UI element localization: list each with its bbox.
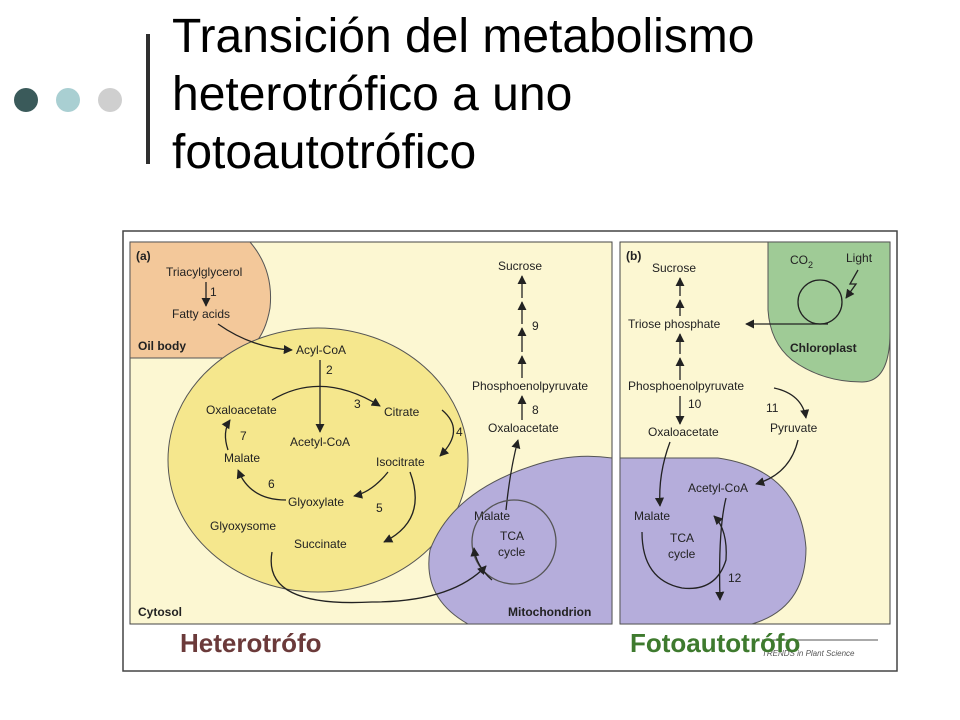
metabolism-figure: (a) Triacylglycerol 1 Fatty acids Oil bo… <box>122 230 898 672</box>
tca-a-line2: cycle <box>498 545 526 559</box>
title-divider <box>146 34 150 164</box>
oil-body-label: Oil body <box>138 339 186 353</box>
decorative-dots <box>14 88 134 112</box>
arrow-tca-b-down <box>715 497 727 601</box>
step-8-label: 8 <box>532 403 539 417</box>
dot-teal <box>56 88 80 112</box>
mitochondrion <box>428 455 612 624</box>
arrow-isocitrate-to-glyoxylate <box>353 471 389 499</box>
step-11-label: 11 <box>766 401 779 415</box>
fotoautotrofo-label: Fotoautotrófo <box>630 628 801 658</box>
citrate-label: Citrate <box>384 405 420 419</box>
arrow-malate-to-oaa-cyt <box>505 439 521 511</box>
sucrose-a-label: Sucrose <box>498 259 542 273</box>
arrow-isocitrate-to-succinate <box>383 471 416 543</box>
step-3-label: 3 <box>354 397 361 411</box>
light-label: Light <box>846 251 873 265</box>
chloroplast <box>767 242 890 383</box>
panel-a-tag: (a) <box>136 249 151 263</box>
arrow-glyoxylate-to-malate <box>236 469 287 501</box>
triacylglycerol-label: Triacylglycerol <box>166 265 242 279</box>
pyruvate-label: Pyruvate <box>770 421 818 435</box>
arrow-oaa-to-citrate <box>271 385 381 407</box>
step-12-label: 12 <box>728 571 742 585</box>
arrow-malate-to-oaa <box>221 419 231 451</box>
journal-label: TRENDS in Plant Science <box>762 649 855 658</box>
triose-phosphate-label: Triose phosphate <box>628 317 721 331</box>
panel-b-tag: (b) <box>626 249 641 263</box>
tca-a-cycle-arrow <box>470 547 493 581</box>
step-9-label: 9 <box>532 319 539 333</box>
malate-b-label: Malate <box>634 509 670 523</box>
malate-mito-label: Malate <box>474 509 510 523</box>
step-4-label: 4 <box>456 425 463 439</box>
step-7-label: 7 <box>240 429 247 443</box>
dot-grey <box>98 88 122 112</box>
tca-b-cycle <box>641 515 727 590</box>
arrow-succinate-to-mito <box>270 551 487 604</box>
co2-label: CO2 <box>790 253 813 270</box>
acyl-coa-label: Acyl-CoA <box>296 343 346 357</box>
tca-a-cycle <box>471 499 557 585</box>
glyoxylate-label: Glyoxylate <box>288 495 344 509</box>
step-10-label: 10 <box>688 397 702 411</box>
glyoxysome-label: Glyoxysome <box>210 519 276 533</box>
oxaloacetate-cyt-label: Oxaloacetate <box>488 421 559 435</box>
step-6-label: 6 <box>268 477 275 491</box>
succinate-label: Succinate <box>294 537 347 551</box>
heterotrofo-label: Heterotrófo <box>180 628 322 658</box>
step-5-label: 5 <box>376 501 383 515</box>
cytosol-label: Cytosol <box>138 605 182 619</box>
arrow-citrate-to-isocitrate <box>439 409 455 457</box>
arrow-pyruvate-to-acetylcoa <box>755 439 799 487</box>
arrow-fa-to-acylcoa <box>217 323 293 355</box>
co2-subscript: 2 <box>808 260 813 270</box>
oxaloacetate-b-label: Oxaloacetate <box>648 425 719 439</box>
acetyl-coa-label: Acetyl-CoA <box>290 435 350 449</box>
tca-a-line1: TCA <box>500 529 524 543</box>
fatty-acids-label: Fatty acids <box>172 307 230 321</box>
pep-a-label: Phosphoenolpyruvate <box>472 379 588 393</box>
arrow-light <box>845 269 859 299</box>
co2-text: CO <box>790 253 808 267</box>
tca-b-line2: cycle <box>668 547 696 561</box>
isocitrate-label: Isocitrate <box>376 455 425 469</box>
chloroplast-label: Chloroplast <box>790 341 857 355</box>
mitochondrion-label: Mitochondrion <box>508 605 591 619</box>
arrow-oaa-to-malate-b <box>654 441 671 507</box>
pep-b-label: Phosphoenolpyruvate <box>628 379 744 393</box>
step-1-label: 1 <box>210 285 217 299</box>
tca-b-line1: TCA <box>670 531 694 545</box>
acetyl-coa-b-label: Acetyl-CoA <box>688 481 748 495</box>
slide-title: Transición del metabolismo heterotrófico… <box>172 8 932 182</box>
title-line-2: heterotrófico a uno <box>172 68 573 121</box>
title-line-1: Transición del metabolismo <box>172 10 755 63</box>
oxaloacetate-gly-label: Oxaloacetate <box>206 403 277 417</box>
dot-dark <box>14 88 38 112</box>
malate-gly-label: Malate <box>224 451 260 465</box>
arrow-pep-to-pyruvate <box>773 387 810 419</box>
step-2-label: 2 <box>326 363 333 377</box>
title-line-3: fotoautotrófico <box>172 126 477 179</box>
sucrose-b-label: Sucrose <box>652 261 696 275</box>
glyoxysome <box>167 327 469 593</box>
